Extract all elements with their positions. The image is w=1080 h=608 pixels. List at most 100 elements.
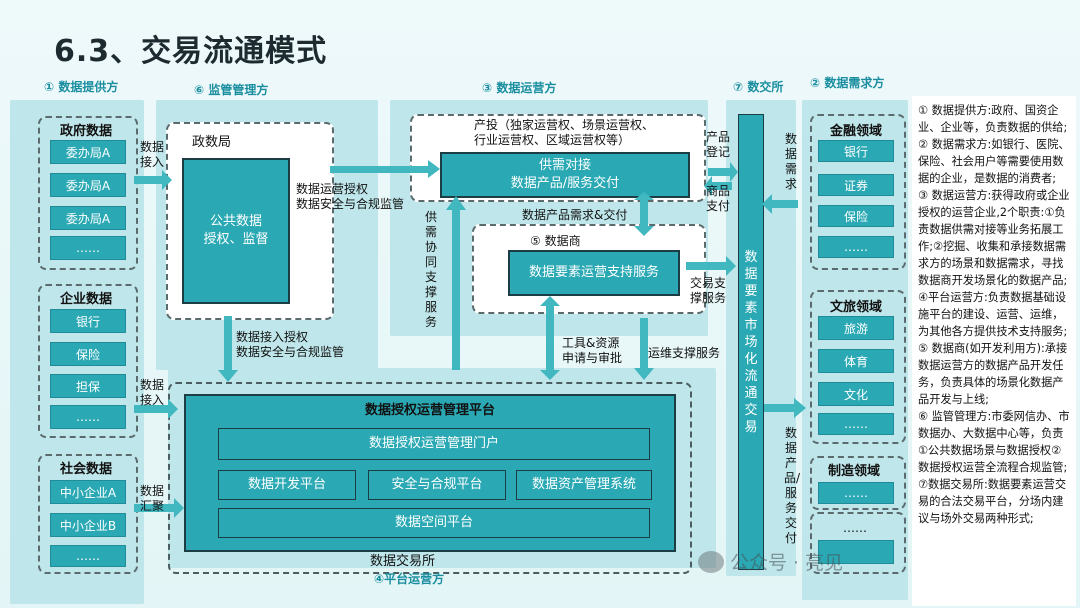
label-data-demand: 数据需求 (784, 132, 797, 191)
ent-data-group (38, 284, 138, 438)
fin-item: …… (818, 236, 894, 258)
label-goods-pay: 商品 支付 (706, 184, 731, 213)
arrow-product-demand (640, 200, 648, 226)
note-item: ③ 数据运营方:获得政府或企业授权的运营企业,2个职责:①负责数据供需对接等业务… (918, 189, 1070, 287)
label-data-gather: 数据 汇聚 (140, 484, 165, 513)
gov-data-group (38, 116, 138, 270)
tour-domain-group (810, 290, 906, 444)
arrow-ops-support (640, 318, 648, 368)
watermark: 公众号 · 亮见 (698, 548, 843, 575)
arrow-data-in-2 (134, 405, 168, 413)
platform-title: 数据授权运营管理平台 (364, 403, 495, 418)
ent-item: 银行 (50, 309, 126, 333)
soc-item: 中小企业B (50, 513, 126, 537)
operator-header: 产投（独家运营权、场景运营权、 行业运营权、区域运营权等） (474, 118, 655, 147)
merchant-service-box: 数据要素运营支持服务 (508, 250, 680, 296)
arrow-tool-apply (546, 306, 554, 370)
ent-item: …… (50, 405, 126, 429)
arrowhead-goods-pay (704, 176, 712, 196)
gov-item: 委办局A (50, 140, 126, 164)
fin-item: 保险 (818, 205, 894, 227)
arrowhead-supply-demand (446, 196, 466, 210)
other-domain-group (810, 512, 906, 574)
arrowhead-ops-auth (428, 160, 440, 178)
gov-item: 委办局A (50, 206, 126, 230)
label-ops-auth: 数据运营授权 数据安全与合规监管 (296, 182, 405, 211)
exchange-column: 数据要素市场化流通交易 (738, 114, 764, 570)
label-ops-support: 运维支撑服务 (648, 346, 721, 360)
arrowhead-product-demand-up (634, 192, 654, 200)
note-item: ④平台运营方:负责数据基础设施平台的建设、运营、运维，为其他各方提供技术支持服务… (918, 291, 1068, 338)
mfg-item: …… (818, 482, 894, 504)
note-item: ① 数据提供方:政府、国资企业、企业等，负责数据的供给; (918, 104, 1068, 134)
arrow-supply-demand (452, 210, 460, 370)
arrowhead-data-demand (762, 194, 772, 214)
label-product-demand: 数据产品需求&交付 (522, 208, 628, 222)
label-product-deliver: 数据产品/服务交付 (784, 426, 801, 545)
platform-footer: 数据交易所 (370, 554, 436, 569)
role-data-operator: ③ 数据运营方 (482, 81, 557, 95)
label-supply-demand: 供需协同支撑服务 (424, 210, 437, 329)
merchant-title: ⑤ 数据商 (530, 234, 581, 248)
note-item: ② 数据需求方:如银行、医院、保险、社会用户等需要使用数据的企业，是数据的消费者… (918, 138, 1070, 185)
mfg-domain-group (810, 456, 906, 510)
gov-data-title: 政府数据 (60, 124, 113, 139)
arrowhead-access-auth (218, 370, 238, 382)
other-item-box (818, 540, 894, 564)
asset-system-box: 数据资产管理系统 (516, 470, 652, 500)
arrow-product-reg (708, 168, 730, 176)
label-data-in-2: 数据 接入 (140, 378, 165, 407)
arrowhead-data-in-2 (168, 399, 178, 419)
arrow-product-deliver (764, 404, 794, 412)
security-platform-box: 安全与合规平台 (368, 470, 506, 500)
soc-data-title: 社会数据 (60, 462, 113, 477)
arrowhead-ops-support (634, 368, 654, 380)
tour-item: 文化 (818, 382, 894, 406)
data-space-box: 数据空间平台 (218, 508, 650, 538)
label-trade-support: 交易支 撑服务 (690, 276, 727, 305)
arrowhead-product-deliver (794, 398, 806, 418)
arrow-access-auth (224, 316, 232, 370)
fin-item: 证券 (818, 174, 894, 196)
role-regulator: ⑥ 监管管理方 (194, 83, 269, 97)
arrow-trade-support (686, 262, 726, 270)
arrow-data-demand (772, 200, 798, 208)
arrowhead-tool-apply-down (540, 370, 560, 380)
label-tool-apply: 工具&资源 申请与审批 (562, 336, 623, 365)
arrowhead-data-in-1 (162, 170, 172, 190)
tour-item: 旅游 (818, 316, 894, 340)
gov-item: …… (50, 236, 126, 260)
dev-platform-box: 数据开发平台 (218, 470, 356, 500)
ent-item: 保险 (50, 342, 126, 366)
arrow-ops-auth (330, 166, 428, 173)
role-data-demander: ② 数据需求方 (810, 76, 885, 90)
role-data-provider: ① 数据提供方 (44, 80, 119, 94)
platform-group (168, 382, 692, 574)
ent-data-title: 企业数据 (60, 292, 113, 307)
soc-item: 中小企业A (50, 480, 126, 504)
tour-domain-title: 文旅领域 (830, 300, 883, 315)
soc-item: …… (50, 545, 126, 567)
exchange-column-label: 数据要素市场化流通交易 (744, 249, 758, 435)
arrowhead-trade-support (726, 256, 736, 276)
arrowhead-product-demand-down (634, 226, 654, 236)
other-item: …… (843, 521, 867, 535)
public-data-auth-box: 公共数据 授权、监督 (182, 158, 290, 304)
role-exchange: ⑦ 数交所 (733, 80, 784, 94)
regulator-name: 政数局 (192, 135, 232, 150)
gov-item: 委办局A (50, 173, 126, 197)
tour-item: 体育 (818, 349, 894, 373)
arrow-data-gather (134, 504, 174, 512)
note-item: ⑥ 监管管理方:市委网信办、市数据办、大数据中心等，负责①公共数据场景与数据授权… (918, 410, 1070, 474)
page-title: 6.3、交易流通模式 (54, 34, 328, 69)
label-access-auth: 数据接入授权 数据安全与合规监管 (236, 330, 345, 359)
portal-box: 数据授权运营管理门户 (218, 428, 650, 460)
note-item: ⑦数据交易所:数据要素运营交易的合法交易平台，分场内建议与场外交易两种形式; (918, 478, 1067, 525)
watermark-text: 公众号 · 亮见 (730, 552, 844, 574)
note-item: ⑤ 数据商(如开发利用方):承接数据运营方的数据产品开发任务，负责具体的场景化数… (918, 342, 1068, 406)
wechat-icon (698, 550, 724, 573)
label-data-in-1: 数据 接入 (140, 140, 165, 169)
tour-item: …… (818, 413, 894, 435)
arrow-data-in-1 (134, 176, 162, 184)
